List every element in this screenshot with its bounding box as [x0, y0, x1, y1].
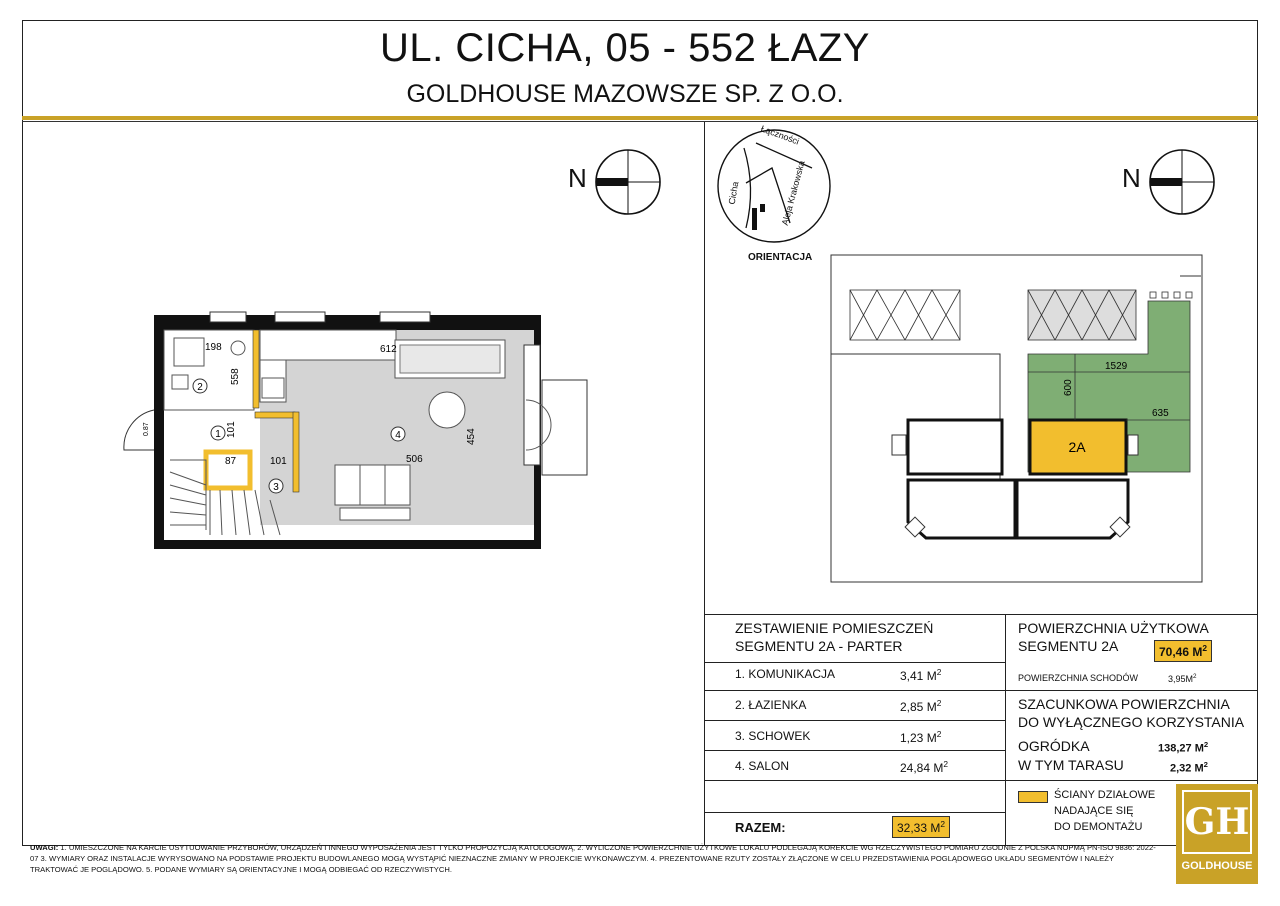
dim-198: 198: [205, 342, 222, 353]
notes-text: 1. UMIESZCZONE NA KARCIE USYTUOWANIE PRZ…: [30, 843, 1156, 874]
room-row-area: 3,41 M2: [900, 667, 942, 683]
svg-text:1: 1: [215, 429, 221, 440]
table-rule: [705, 720, 1005, 721]
site-plan: 1529 600 635 2A: [830, 254, 1203, 583]
table-rule: [1005, 780, 1258, 781]
header-divider: [22, 116, 1258, 120]
room-row-name: 1. KOMUNIKACJA: [735, 667, 836, 681]
notes: UWAGI: 1. UMIESZCZONE NA KARCIE USYTUOWA…: [30, 842, 1160, 875]
site-dim-1529: 1529: [1105, 361, 1128, 372]
floor-plan: 198 558 101 87 101 612 454 506 0.87 2 1 …: [123, 311, 588, 549]
svg-text:101: 101: [270, 456, 287, 467]
table-rule: [705, 780, 1005, 781]
total-label: RAZEM:: [735, 820, 786, 835]
terrace-label: W TYM TARASU: [1018, 757, 1124, 773]
garden-subheading: DO WYŁĄCZNEGO KORZYSTANIA: [1018, 714, 1245, 730]
table-rule: [705, 662, 1005, 663]
svg-text:87: 87: [225, 456, 237, 467]
svg-text:506: 506: [406, 454, 423, 465]
garden-label: OGRÓDKA: [1018, 738, 1090, 754]
room-row-name: 3. SCHOWEK: [735, 729, 811, 743]
stairs-value: 3,95M2: [1168, 673, 1197, 684]
table-rule: [705, 750, 1005, 751]
table-mid-rule: [1005, 614, 1006, 846]
room-row-name: 4. SALON: [735, 759, 790, 773]
north-label: N: [568, 163, 587, 193]
logo-text: GOLDHOUSE: [1181, 860, 1253, 872]
legend-line2: NADAJĄCE SIĘ: [1054, 805, 1134, 817]
svg-text:558: 558: [230, 368, 241, 385]
svg-text:4: 4: [395, 430, 401, 441]
header-divider-thin: [22, 121, 1258, 122]
room-row-name: 2. ŁAZIENKA: [735, 698, 807, 712]
legend-line1: ŚCIANY DZIAŁOWE: [1054, 789, 1156, 801]
orientation-map-drawing: [717, 129, 831, 243]
garden-value: 138,27 M2: [1158, 740, 1209, 755]
legend-swatch: [1018, 791, 1048, 803]
goldhouse-logo: GH GOLDHOUSE: [1176, 784, 1258, 884]
svg-text:101: 101: [226, 421, 237, 438]
room-row-area: 24,84 M2: [900, 759, 949, 775]
svg-text:3: 3: [273, 482, 279, 493]
svg-text:612: 612: [380, 344, 397, 355]
table-top-rule: [705, 614, 1258, 615]
compass-icon: [595, 149, 661, 215]
total-value: 32,33 M2: [892, 816, 951, 838]
logo-initials: GH: [1182, 790, 1252, 854]
svg-text:454: 454: [466, 428, 477, 445]
usable-value: 70,46 M2: [1154, 640, 1213, 662]
garden-heading: SZACUNKOWA POWIERZCHNIA: [1018, 696, 1230, 712]
rooms-heading: ZESTAWIENIE POMIESZCZEŃ: [735, 620, 934, 636]
terrace-value: 2,32 M2: [1170, 760, 1208, 775]
svg-text:2: 2: [197, 382, 203, 393]
page-subtitle: GOLDHOUSE MAZOWSZE SP. Z O.O.: [406, 80, 844, 108]
svg-text:600: 600: [1063, 379, 1074, 396]
north-label-right: N: [1122, 163, 1141, 193]
svg-text:2A: 2A: [1068, 439, 1086, 455]
room-row-area: 2,85 M2: [900, 698, 942, 714]
usable-subheading: SEGMENTU 2A: [1018, 638, 1119, 654]
compass-icon-right: [1149, 149, 1215, 215]
svg-text:635: 635: [1152, 408, 1169, 419]
page-frame: [22, 20, 1258, 846]
usable-heading: POWIERZCHNIA UŻYTKOWA: [1018, 620, 1209, 636]
legend-line3: DO DEMONTAŻU: [1054, 821, 1143, 833]
svg-text:0.87: 0.87: [143, 422, 150, 436]
vertical-divider: [704, 122, 705, 846]
table-rule: [705, 812, 1005, 813]
table-rule: [1005, 690, 1258, 691]
room-row-area: 1,23 M2: [900, 729, 942, 745]
table-rule: [705, 690, 1005, 691]
stairs-label: POWIERZCHNIA SCHODÓW: [1018, 673, 1139, 683]
notes-label: UWAGI:: [30, 843, 59, 852]
orientation-caption: ORIENTACJA: [748, 252, 813, 263]
rooms-subheading: SEGMENTU 2A - PARTER: [735, 638, 903, 654]
page-title: UL. CICHA, 05 - 552 ŁAZY: [380, 26, 870, 70]
